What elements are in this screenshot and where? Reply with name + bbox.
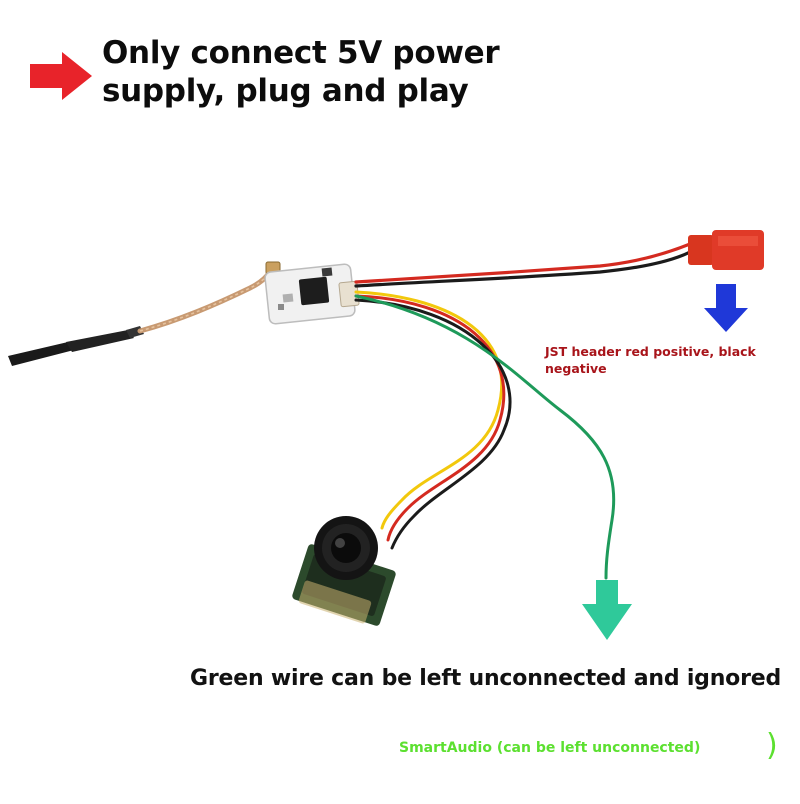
- red-arrow-icon: [30, 52, 92, 100]
- antenna: [8, 261, 281, 366]
- headline-line-2: supply, plug and play: [102, 73, 469, 109]
- green-wire: [354, 294, 616, 580]
- vtx-board: [264, 263, 360, 325]
- coax-cable: [137, 265, 275, 334]
- camera-module: [292, 516, 396, 626]
- power-wires: [354, 242, 692, 288]
- camera-wires: [354, 290, 512, 550]
- headline-line-1: Only connect 5V power: [102, 35, 500, 71]
- green-wire-note: Green wire can be left unconnected and i…: [190, 666, 782, 691]
- headline: Only connect 5V power supply, plug and p…: [102, 34, 500, 110]
- teal-down-arrow-icon: [582, 580, 632, 640]
- smartaudio-note: SmartAudio (can be left unconnected): [399, 740, 701, 756]
- blue-down-arrow-icon: [704, 284, 748, 332]
- jst-plug: [688, 230, 764, 270]
- jst-header-note: JST header red positive, black negative: [545, 344, 756, 376]
- smartaudio-paren: ): [766, 728, 778, 763]
